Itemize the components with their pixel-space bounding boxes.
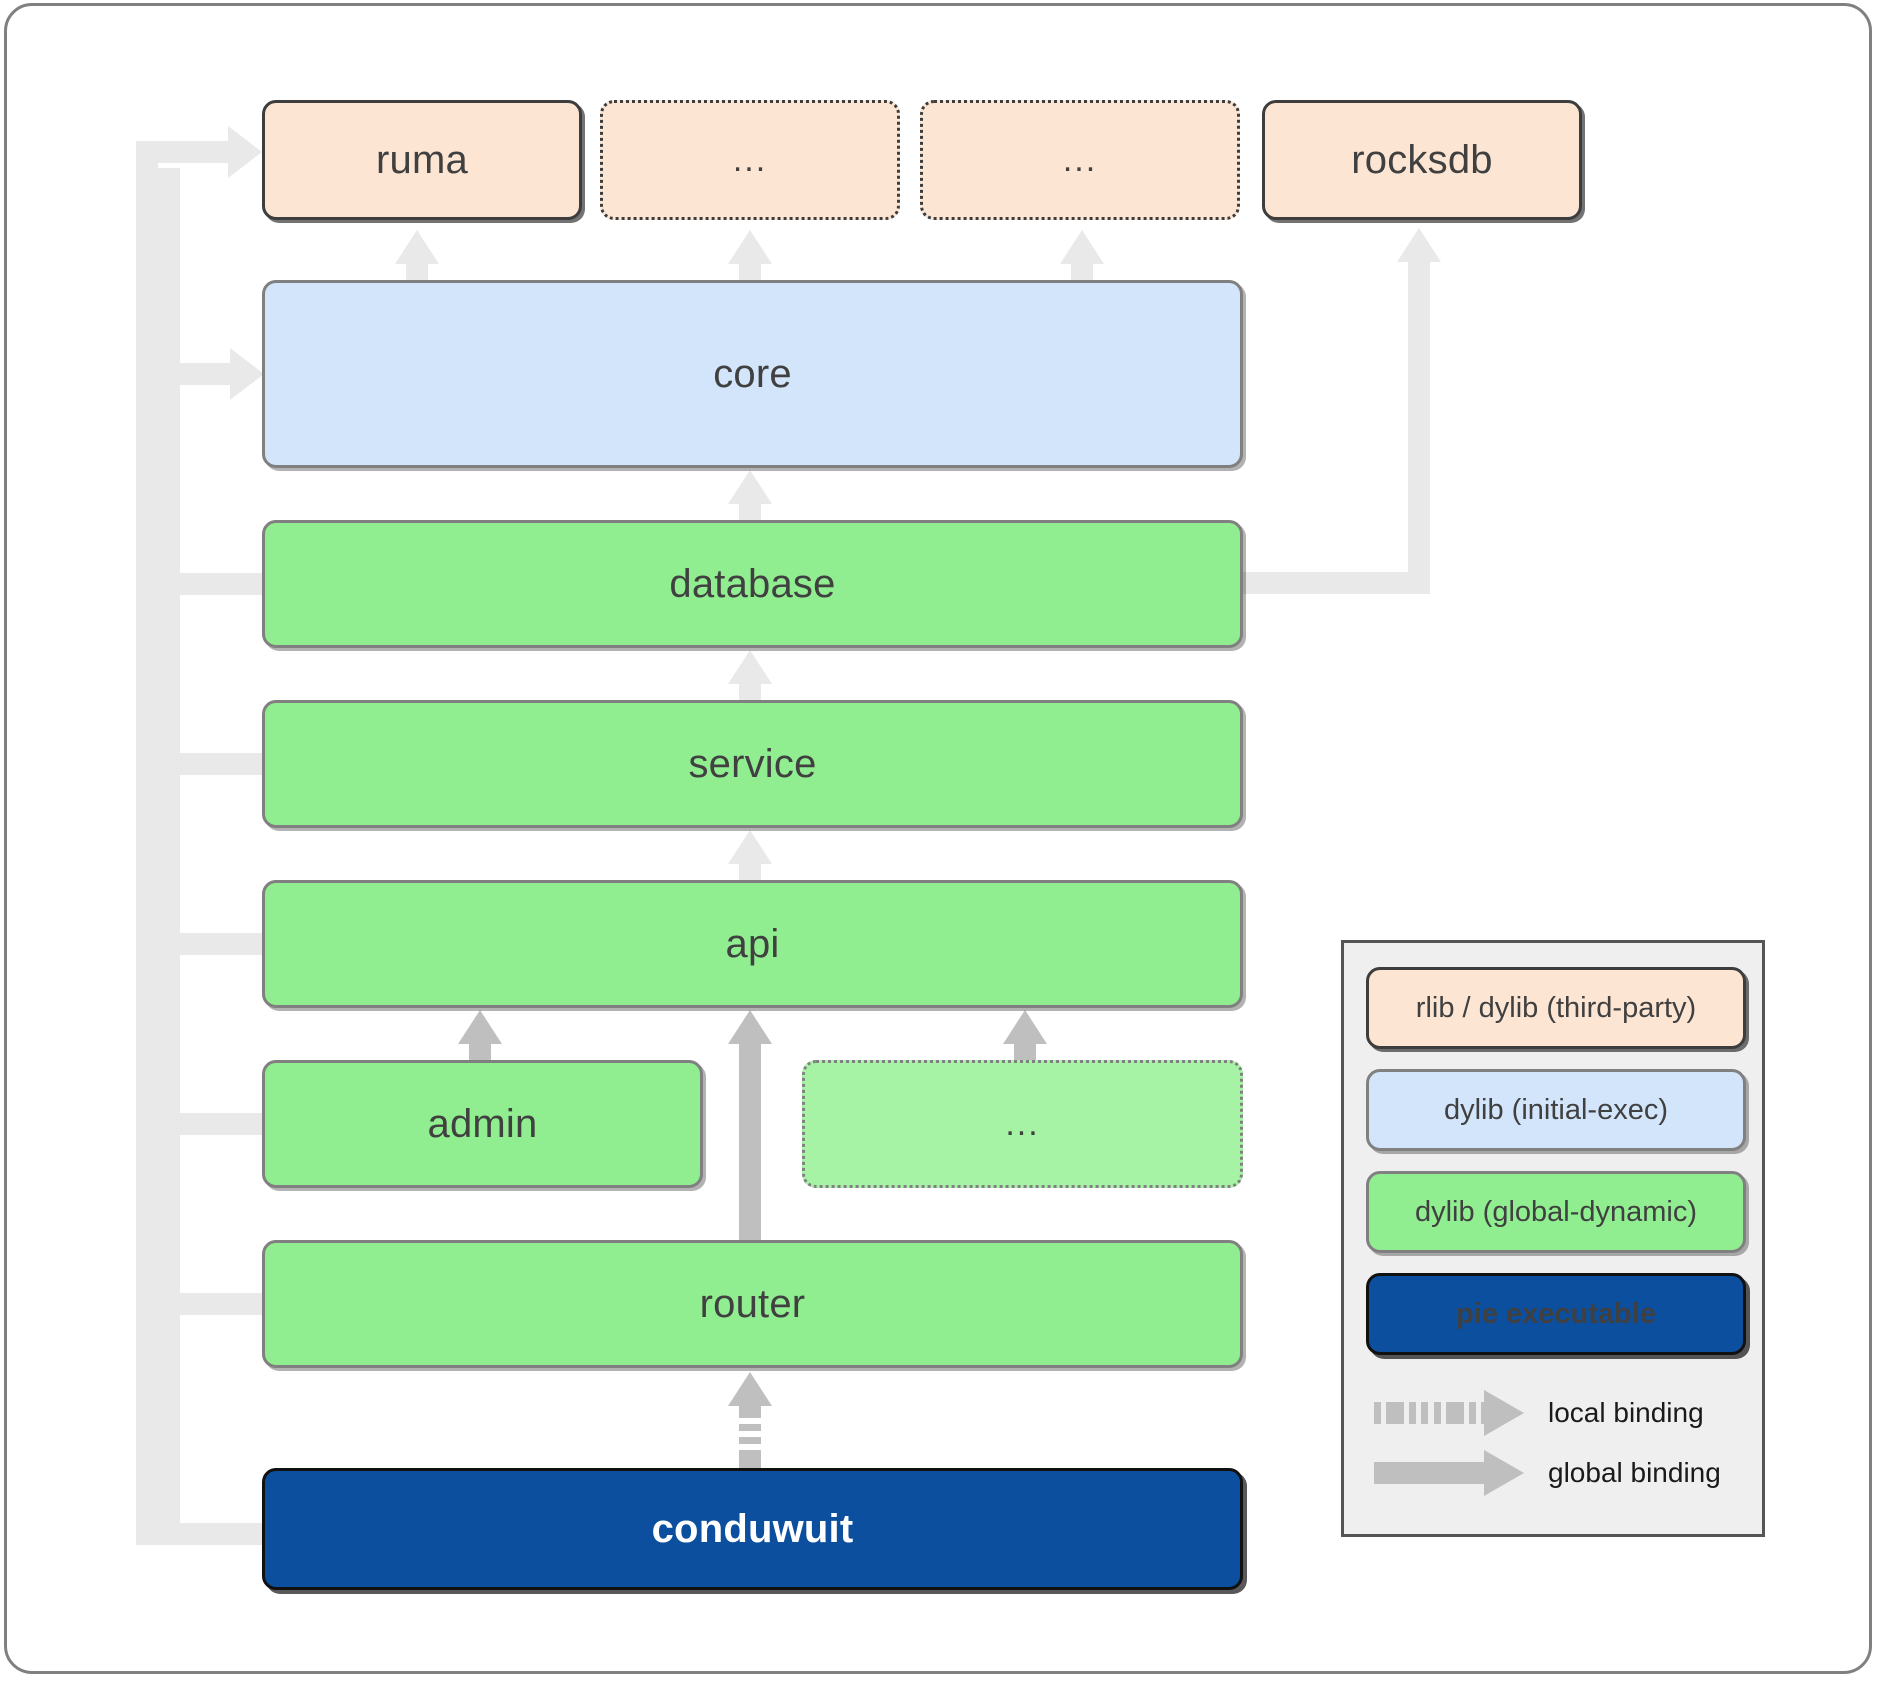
legend-item-label: pie executable xyxy=(1456,1297,1656,1330)
node-admin[interactable]: admin xyxy=(262,1060,703,1188)
node-label: ... xyxy=(1005,1104,1040,1143)
arrow-head xyxy=(728,1372,772,1406)
arrow-head xyxy=(458,1010,502,1044)
arrow-bus-to-ruma xyxy=(136,126,262,178)
node-label: service xyxy=(688,741,817,786)
arrow-shaft xyxy=(152,363,234,385)
solid-arrow-icon xyxy=(1374,1450,1524,1496)
node-router[interactable]: router xyxy=(262,1240,1243,1368)
arrow-shaft xyxy=(739,1404,761,1418)
node-label: rocksdb xyxy=(1351,137,1493,182)
node-label: api xyxy=(725,921,780,966)
arrow-api-to-service xyxy=(728,830,772,894)
arrow-head xyxy=(728,650,772,684)
bus-stub-conduwuit xyxy=(136,1523,270,1545)
bus-stub-admin xyxy=(152,1113,270,1135)
arrow-core-to-ellipsis-1 xyxy=(728,230,772,290)
arrow-shaft xyxy=(739,1040,761,1252)
node-core[interactable]: core xyxy=(262,280,1243,468)
node-label: conduwuit xyxy=(651,1506,854,1551)
node-label: router xyxy=(699,1281,806,1326)
legend-item-pie-executable: pie executable xyxy=(1366,1273,1746,1355)
arrow-head xyxy=(1003,1010,1047,1044)
arrow-head xyxy=(728,470,772,504)
node-database[interactable]: database xyxy=(262,520,1243,648)
node-ellipsis-api[interactable]: ... xyxy=(802,1060,1243,1188)
legend-item-third-party: rlib / dylib (third-party) xyxy=(1366,967,1746,1049)
legend-item-global-dynamic: dylib (global-dynamic) xyxy=(1366,1171,1746,1253)
arrow-head xyxy=(395,230,439,264)
node-label: admin xyxy=(427,1101,538,1146)
arrow-shaft-dash xyxy=(739,1450,761,1470)
arrow-shaft xyxy=(1408,258,1430,290)
legend-binding-global: global binding xyxy=(1344,1443,1762,1503)
bus-database-to-rocksdb-vertical xyxy=(1408,260,1430,594)
arrow-router-to-api xyxy=(728,1010,772,1252)
arrow-head xyxy=(1397,228,1441,262)
legend-panel: rlib / dylib (third-party) dylib (initia… xyxy=(1341,940,1765,1537)
bus-trunk-vertical xyxy=(136,150,158,1545)
arrow-head xyxy=(728,230,772,264)
node-ellipsis-top-1[interactable]: ... xyxy=(600,100,900,220)
bus-branch-inner-vertical xyxy=(158,168,180,1545)
node-ruma[interactable]: ruma xyxy=(262,100,582,220)
node-api[interactable]: api xyxy=(262,880,1243,1008)
legend-binding-local: local binding xyxy=(1344,1383,1762,1443)
bus-database-to-rocksdb-horizontal xyxy=(1240,572,1430,594)
arrow-shaft xyxy=(136,141,232,163)
arrow-database-to-rocksdb xyxy=(1397,228,1441,290)
node-label: database xyxy=(669,561,836,606)
node-label: core xyxy=(713,351,792,396)
bus-stub-database xyxy=(152,573,270,595)
arrow-head xyxy=(230,348,264,400)
node-label: ... xyxy=(1062,140,1098,179)
legend-item-label: dylib (global-dynamic) xyxy=(1414,1195,1698,1228)
arrow-head xyxy=(1060,230,1104,264)
arrow-shaft-dash xyxy=(739,1424,761,1431)
node-label: ... xyxy=(732,140,768,179)
arrow-head xyxy=(728,1010,772,1044)
arrow-bus-to-core xyxy=(152,348,264,400)
arrow-head xyxy=(728,830,772,864)
dashed-arrow-icon xyxy=(1374,1390,1524,1436)
legend-binding-label: global binding xyxy=(1548,1457,1721,1488)
legend-item-initial-exec: dylib (initial-exec) xyxy=(1366,1069,1746,1151)
arrow-service-to-database xyxy=(728,650,772,714)
node-ellipsis-top-2[interactable]: ... xyxy=(920,100,1240,220)
node-rocksdb[interactable]: rocksdb xyxy=(1262,100,1582,220)
node-service[interactable]: service xyxy=(262,700,1243,828)
arrow-shaft-dash xyxy=(739,1437,761,1444)
arrow-conduwuit-to-router xyxy=(728,1372,772,1470)
legend-item-label: dylib (initial-exec) xyxy=(1443,1093,1668,1126)
arrow-head xyxy=(228,126,262,178)
legend-item-label: rlib / dylib (third-party) xyxy=(1415,991,1697,1024)
bus-stub-service xyxy=(152,753,270,775)
node-label: ruma xyxy=(376,137,468,182)
node-conduwuit[interactable]: conduwuit xyxy=(262,1468,1243,1590)
legend-binding-label: local binding xyxy=(1548,1397,1704,1428)
bus-stub-api xyxy=(152,933,270,955)
bus-stub-router xyxy=(152,1293,270,1315)
